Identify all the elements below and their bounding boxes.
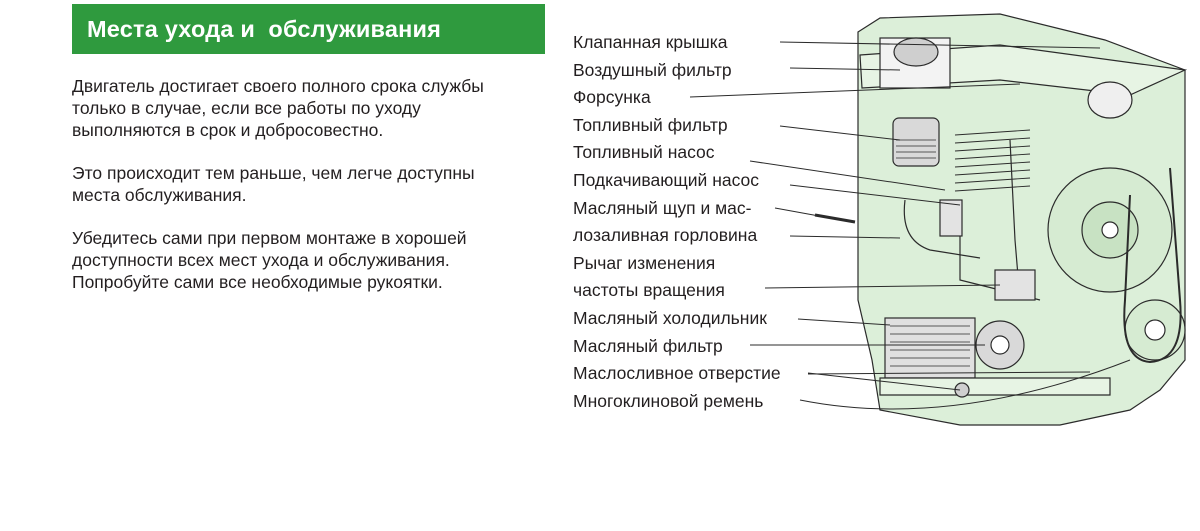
label-valve-cover: Клапанная крышка <box>573 32 728 52</box>
label-oil-filter: Масляный фильтр <box>573 335 723 356</box>
label-injector: Форсунка <box>573 87 651 108</box>
label-speed-lever-line2: частоты вращения <box>573 280 725 301</box>
paragraph-installation-check: Убедитесь сами при первом монтаже в хоро… <box>72 228 467 292</box>
page-title: Места ухода и обслуживания <box>87 15 442 42</box>
paragraph-service-life: Двигатель достигает своего полного срока… <box>72 76 484 140</box>
label-dipstick-line1: Масляный щуп и мас- <box>573 197 752 218</box>
oil-sump-icon <box>879 377 1111 396</box>
section-header: Места ухода и обслуживания <box>72 4 545 54</box>
fuel-pump-icon <box>939 199 963 237</box>
fan-housing-icon <box>1087 81 1133 119</box>
paragraph-accessibility: Это происходит тем раньше, чем легче дос… <box>72 163 475 205</box>
air-filter-icon <box>893 37 939 67</box>
label-fuel-pump: Топливный насос <box>573 142 715 163</box>
fuel-filter-icon <box>892 117 940 167</box>
label-speed-lever-line1: Рычаг изменения <box>573 252 716 273</box>
drain-plug-icon <box>954 382 970 398</box>
label-oil-drain: Маслосливное отверстие <box>573 363 781 384</box>
body-text: Двигатель достигает своего полного срока… <box>72 75 552 314</box>
leader-lines <box>689 41 1131 410</box>
poly-v-belt-icon <box>1123 167 1182 364</box>
label-feed-pump: Подкачивающий насос <box>573 169 760 190</box>
label-oil-cooler: Масляный холодильник <box>573 307 767 328</box>
oil-cooler-icon <box>884 317 976 379</box>
label-poly-v-belt: Многоклиновой ремень <box>573 390 764 411</box>
label-dipstick-line2: лозаливная горловина <box>573 225 758 246</box>
speed-lever-icon <box>994 269 1036 301</box>
figure-labels: Клапанная крышка Воздушный фильтр Форсун… <box>573 29 808 415</box>
label-fuel-filter: Топливный фильтр <box>573 114 728 135</box>
label-air-filter: Воздушный фильтр <box>573 59 732 80</box>
